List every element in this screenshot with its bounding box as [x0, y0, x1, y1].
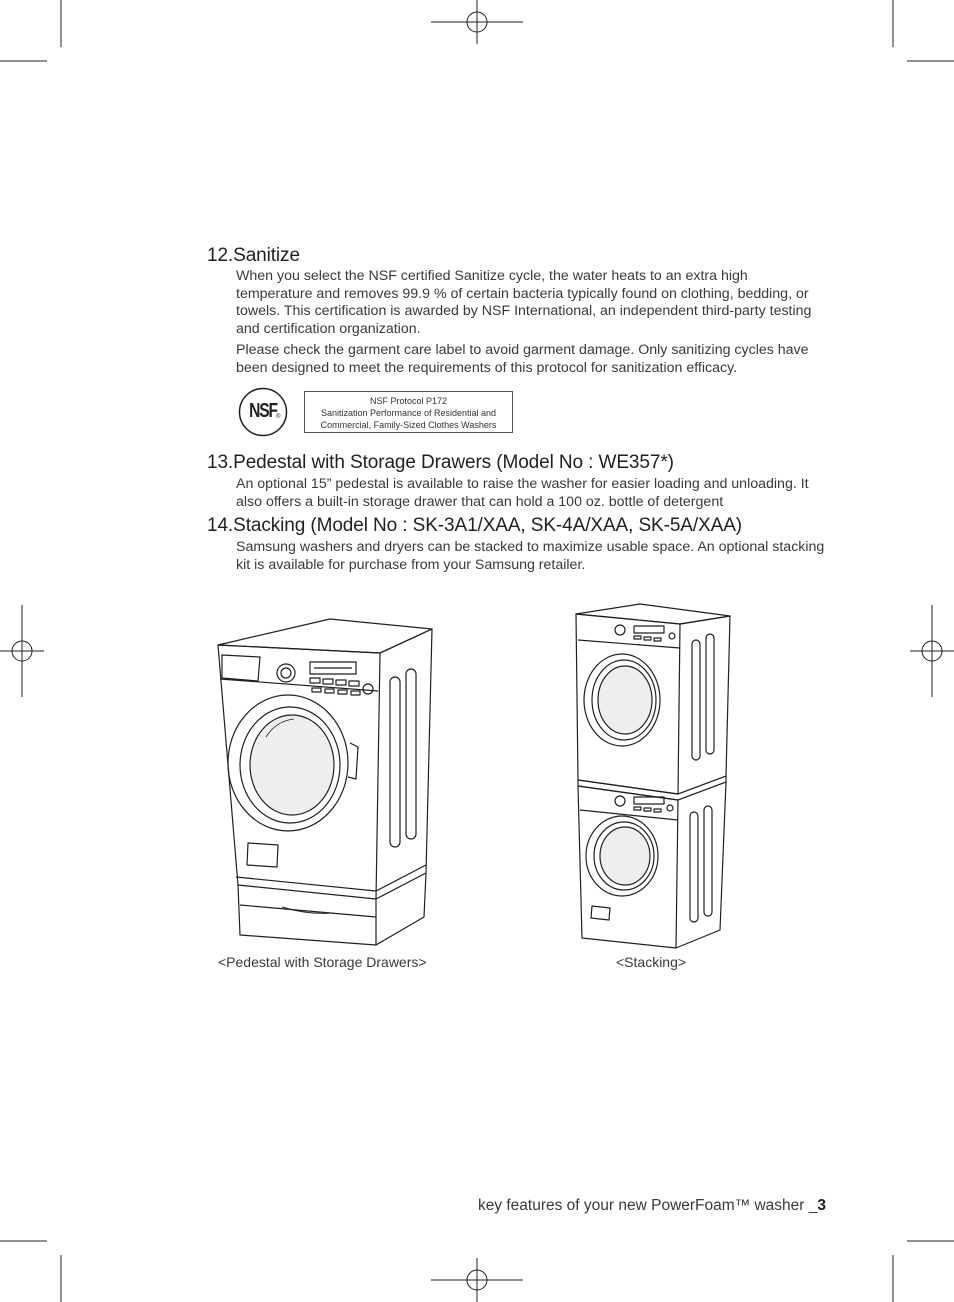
section-title-sanitize: 12.Sanitize: [207, 245, 300, 267]
nsf-protocol-box: NSF Protocol P172 Sanitization Performan…: [304, 391, 513, 433]
nsf-logo-text: NSF: [249, 400, 278, 422]
section-title-stacking: 14.Stacking (Model No : SK-3A1/XAA, SK-4…: [207, 515, 742, 537]
nsf-registered-mark: ®: [276, 414, 281, 420]
pedestal-paragraph: An optional 15” pedestal is available to…: [236, 476, 809, 510]
section-title-text: Sanitize: [233, 245, 300, 266]
section-number: 13.: [207, 452, 234, 473]
pedestal-washer-illustration: [217, 618, 433, 946]
section-title-text: Stacking (Model No : SK-3A1/XAA, SK-4A/X…: [233, 515, 742, 536]
footer-text: key features of your new PowerFoam™ wash…: [477, 1197, 818, 1214]
section-title-text: Pedestal with Storage Drawers (Model No …: [233, 452, 674, 473]
section-number: 14.: [207, 515, 234, 536]
nsf-protocol-line-2: Sanitization Performance of Residential …: [320, 408, 497, 418]
stacking-paragraph: Samsung washers and dryers can be stacke…: [236, 539, 825, 573]
section-title-pedestal: 13.Pedestal with Storage Drawers (Model …: [207, 452, 674, 474]
nsf-protocol-line-3: Commercial, Family-Sized Clothes Washers: [320, 420, 497, 430]
nsf-logo: NSF ®: [238, 387, 288, 437]
page-footer: key features of your new PowerFoam™ wash…: [478, 1197, 826, 1215]
section-number: 12.: [207, 245, 234, 266]
stacked-units-illustration: [575, 603, 731, 949]
caption-stacking: <Stacking>: [616, 954, 687, 970]
sanitize-paragraph-2: Please check the garment care label to a…: [236, 342, 809, 376]
sanitize-paragraph-1: When you select the NSF certified Saniti…: [236, 268, 812, 337]
caption-pedestal: <Pedestal with Storage Drawers>: [218, 954, 427, 970]
nsf-protocol-line-1: NSF Protocol P172: [369, 396, 448, 406]
page-number: 3: [817, 1197, 826, 1214]
